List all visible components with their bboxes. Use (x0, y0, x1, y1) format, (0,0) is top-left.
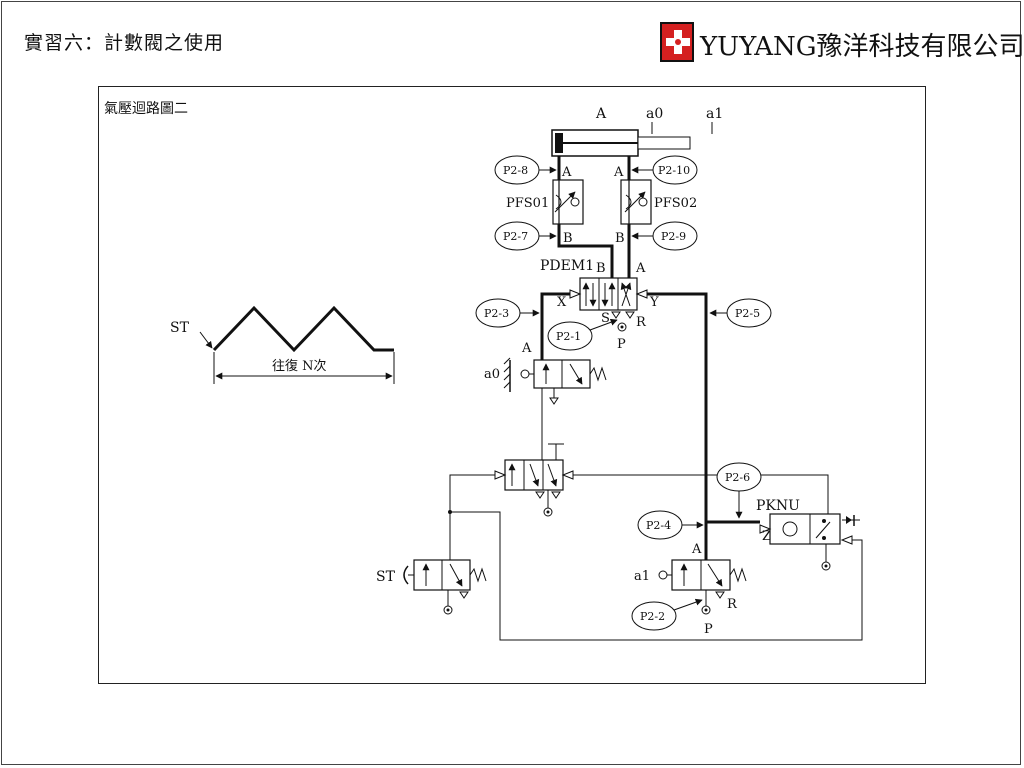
memory-valve (494, 443, 574, 517)
a1-valve-label: a1 (634, 569, 650, 584)
line-counter-to-memory (573, 474, 829, 514)
svg-text:P2-4: P2-4 (646, 519, 671, 532)
svg-text:P2-6: P2-6 (725, 471, 750, 484)
pdem1-port-x: X (557, 295, 567, 310)
pdem1-port-s: S (601, 311, 610, 326)
limit-valve-a1: a1 A R P (634, 542, 747, 637)
pfs01-port-a: A (561, 165, 572, 180)
tag-p2-6: P2-6 (716, 462, 762, 519)
logo-center-dot (675, 39, 681, 45)
svg-text:P2-1: P2-1 (556, 330, 581, 343)
tag-p2-7: P2-7 (494, 221, 557, 251)
limit-a0-marker-label: a0 (646, 106, 663, 122)
pdem1-port-b: B (596, 261, 606, 276)
a0-roller-icon (520, 369, 530, 379)
a1-roller-icon (658, 570, 668, 580)
tag-p2-4: P2-4 (637, 510, 704, 540)
a1-port-r: R (727, 597, 738, 612)
pdem1-port-r: R (636, 315, 647, 330)
svg-text:P2-7: P2-7 (503, 230, 528, 243)
a0-valve-label: a0 (484, 367, 500, 382)
pilot-line-x (540, 292, 570, 360)
svg-text:P2-3: P2-3 (484, 307, 509, 320)
tag-p2-8: P2-8 (494, 155, 557, 185)
tag-p2-5: P2-5 (709, 298, 772, 328)
limit-valve-a0: a0 A (484, 341, 607, 405)
a1-spring-icon (729, 567, 747, 583)
cylinder-label: A (595, 106, 607, 122)
pdem1-body (579, 277, 638, 311)
zigzag-motion-line (212, 305, 394, 353)
slide-title: 實習六：計數閥之使用 (24, 32, 225, 54)
st-spring-icon (469, 567, 487, 583)
start-pointer-arrow (199, 331, 213, 349)
tag-p2-3: P2-3 (475, 298, 540, 328)
pknu-label: PKNU (756, 498, 800, 514)
start-valve-st: ST (376, 559, 487, 615)
line-memory-to-st (449, 474, 495, 560)
pknu-body (769, 513, 841, 545)
company-name: YUYANG豫洋科技有限公司 (700, 32, 1024, 62)
tag-p2-2: P2-2 (631, 598, 703, 631)
svg-text:P2-9: P2-9 (661, 230, 686, 243)
pfs02-port-a: A (613, 165, 624, 180)
main-valve-pdem1: PDEM1 B A X Y S R P (540, 258, 659, 352)
motion-diagram: ST 往復 N次 (170, 305, 395, 384)
st-valve-label: ST (376, 569, 396, 585)
pdem1-port-p: P (617, 337, 626, 352)
rod-extension (637, 136, 691, 150)
pfs01-label: PFS01 (506, 196, 549, 211)
svg-text:P2-10: P2-10 (658, 164, 690, 177)
company-logo-icon (660, 22, 694, 62)
svg-text:P2-8: P2-8 (503, 164, 528, 177)
svg-text:P2-5: P2-5 (735, 307, 760, 320)
cylinder-a: A a0 a1 (551, 106, 723, 157)
a0-spring-icon (589, 366, 607, 382)
line-reset-loop (450, 511, 863, 641)
limit-a1-marker-label: a1 (706, 106, 723, 122)
pknu-port-z: Z (762, 529, 771, 544)
pfs02-port-b: B (615, 231, 625, 246)
counter-pknu: PKNU Z (756, 498, 860, 571)
st-pushbutton-icon[interactable] (403, 565, 409, 585)
pfs02-label: PFS02 (654, 196, 697, 211)
diagram-title: 氣壓迴路圖二 (104, 101, 188, 117)
flow-valve-pfs02: A B PFS02 (613, 165, 697, 246)
tag-p2-10: P2-10 (631, 155, 698, 185)
cylinder-piston (555, 133, 563, 153)
pdem1-label: PDEM1 (540, 258, 594, 274)
pdem1-port-y: Y (649, 295, 659, 310)
pfs01-port-b: B (563, 231, 573, 246)
a0-valve-port: A (521, 341, 532, 356)
pfs01-body (552, 179, 584, 225)
pdem1-port-a: A (635, 261, 646, 276)
diagram-frame (98, 86, 926, 684)
svg-text:P2-2: P2-2 (640, 610, 665, 623)
motion-cycle-label: 往復 N次 (272, 358, 327, 374)
pknu-counter-dial-icon (782, 521, 798, 537)
pilot-line-y (647, 292, 708, 520)
tag-p2-1: P2-1 (547, 318, 618, 351)
line-pfs01-to-pdem1 (557, 224, 614, 278)
tag-p2-9: P2-9 (631, 221, 698, 251)
a1-port-a: A (691, 542, 702, 557)
motion-start-label: ST (170, 320, 190, 336)
flow-valve-pfs01: A B PFS01 (506, 165, 584, 246)
a1-port-p: P (704, 622, 713, 637)
